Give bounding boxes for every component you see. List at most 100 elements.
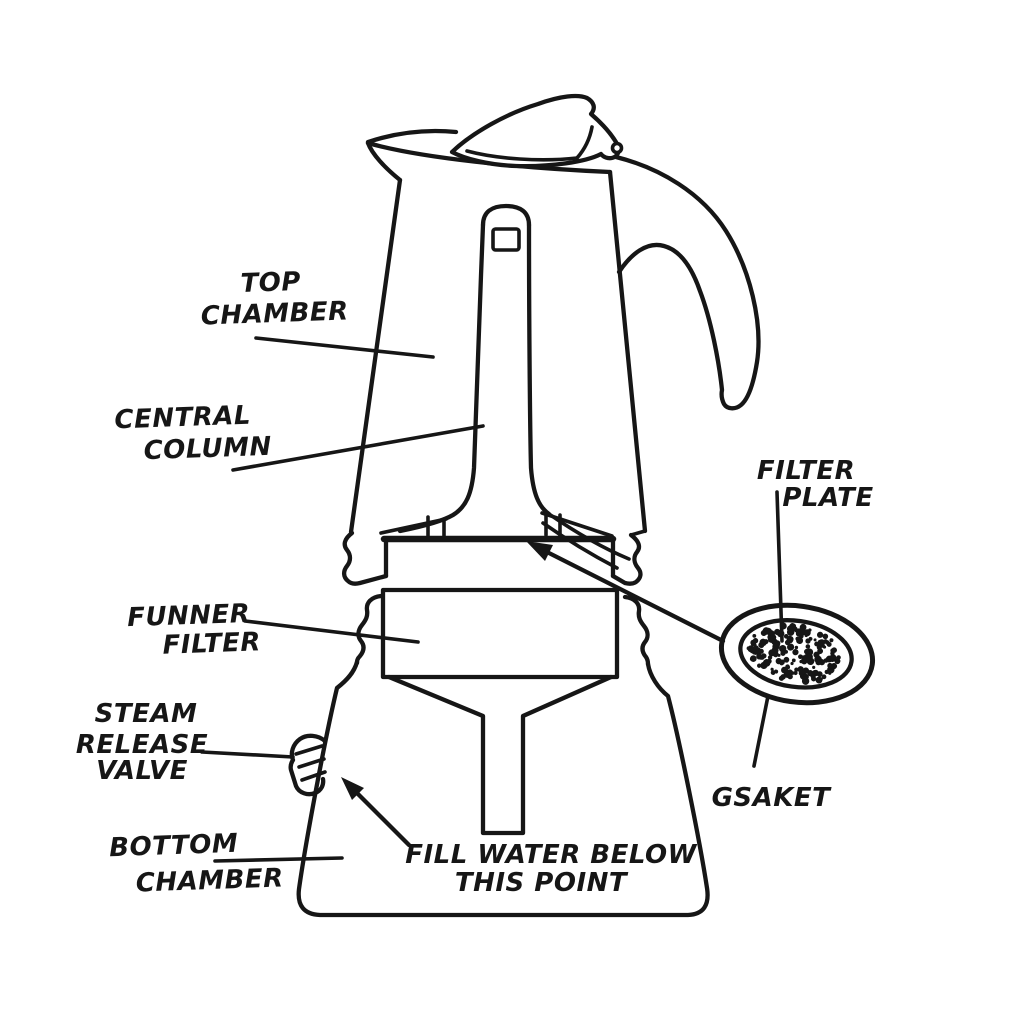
gasket-leader-line xyxy=(752,694,770,768)
funnel-filter-leader-line xyxy=(243,619,420,644)
perforation-dot xyxy=(790,661,794,666)
perforation-dot xyxy=(758,653,762,657)
filter-plate-label-line2: PLATE xyxy=(782,483,873,513)
bottom-chamber-left-thread xyxy=(354,593,384,666)
filter-plate-label: FILTER PLATE xyxy=(757,456,873,513)
gasket-label: GSAKET xyxy=(712,783,832,813)
top-chamber-right-edge xyxy=(607,169,648,534)
perforation-dot xyxy=(774,669,779,674)
funnel-filter-drawing xyxy=(380,587,620,836)
leader-lines xyxy=(200,336,784,863)
perforation-dot xyxy=(792,649,799,656)
column-window xyxy=(491,227,521,252)
perforation-dot xyxy=(792,626,798,632)
perforation-dot xyxy=(770,634,777,641)
perforation-dot xyxy=(804,648,810,655)
lid-inner-contour xyxy=(465,149,579,162)
central-column-leader-line xyxy=(231,424,485,472)
perforation-dot xyxy=(786,628,795,636)
perforation-dot xyxy=(830,651,835,656)
filter-plate-drawing xyxy=(718,602,876,706)
steam-valve-rib-2 xyxy=(297,757,326,769)
perforation-dot xyxy=(786,635,794,643)
perforation-dot xyxy=(784,649,788,654)
perforation-dot xyxy=(816,671,823,678)
perforation-dot xyxy=(758,648,764,654)
central-column-label-line1: CENTRAL xyxy=(114,401,252,436)
perforation-dot xyxy=(802,667,810,674)
arrows xyxy=(341,541,726,848)
perforation-dot xyxy=(753,643,757,647)
filter-plate-label-line1: FILTER xyxy=(757,456,855,486)
perforation-dot xyxy=(818,642,823,648)
perforation-dot xyxy=(829,638,834,643)
perforation-dot xyxy=(836,655,841,660)
perforation-dot xyxy=(787,643,795,651)
bottom-chamber-label-line1: BOTTOM xyxy=(109,829,239,863)
perforation-dot xyxy=(771,646,779,654)
perforation-dot xyxy=(750,655,757,662)
perforation-dot xyxy=(818,659,826,666)
bottom-chamber-label: BOTTOM CHAMBER xyxy=(109,829,284,899)
perforation-dot xyxy=(761,653,767,659)
perforation-dot xyxy=(794,645,799,650)
perforation-dot xyxy=(802,676,807,681)
bottom-chamber-right-thread xyxy=(622,594,651,667)
steam-release-valve-label-line1: STEAM xyxy=(95,699,198,729)
funnel-filter-cone-and-tube xyxy=(386,674,614,836)
steam-valve-knob xyxy=(288,733,328,797)
bottom-chamber-leader-line xyxy=(213,856,344,863)
filter-plate-position-arrow-line xyxy=(542,548,726,644)
steam-valve-rib-1 xyxy=(294,744,324,756)
bottom-chamber-label-line2: CHAMBER xyxy=(135,863,284,898)
perforation-dot xyxy=(791,658,796,663)
lid-knob-front-edge xyxy=(575,125,594,160)
collar-right-thread xyxy=(610,532,643,586)
perforation-dot xyxy=(798,670,805,676)
perforation-dot xyxy=(763,639,769,645)
filter-plate-disc xyxy=(738,618,854,690)
funnel-filter-label-line1: FUNNER xyxy=(127,599,251,633)
top-chamber-label: TOP CHAMBER xyxy=(200,267,349,332)
column-left-edge xyxy=(397,222,486,534)
perforation-dot xyxy=(791,671,795,675)
perforation-dot xyxy=(822,633,829,640)
funnel-filter-label: FUNNER FILTER xyxy=(127,599,262,661)
perforation-dot xyxy=(823,639,828,643)
perforation-dot xyxy=(794,667,799,672)
column-right-skirt-outer xyxy=(547,512,631,561)
funnel-filter-label-line2: FILTER xyxy=(162,627,261,660)
filter-plate-position-arrowhead xyxy=(526,541,553,561)
lid-outline xyxy=(449,93,621,169)
top-chamber-leader-line xyxy=(254,336,435,359)
spout-back-rim xyxy=(365,128,459,145)
perforation-dot xyxy=(779,659,785,665)
perforation-dot xyxy=(787,673,793,680)
perforation-dot xyxy=(826,641,832,647)
perforation-dot xyxy=(752,633,757,638)
steam-release-valve-label-line3: VALVE xyxy=(96,756,188,786)
column-right-edge xyxy=(526,222,552,517)
central-column-label-line2: COLUMN xyxy=(143,432,272,466)
perforation-dot xyxy=(817,648,824,654)
top-chamber-label-line2: CHAMBER xyxy=(200,296,349,331)
lid-hinge-pin xyxy=(610,141,624,155)
perforation-dot xyxy=(757,663,762,668)
column-right-skirt-inner xyxy=(541,521,619,570)
perforation-dot xyxy=(798,628,806,636)
top-chamber-label-line1: TOP xyxy=(240,267,301,299)
perforation-dot xyxy=(746,646,751,651)
steam-release-valve-label-line2: RELEASE xyxy=(76,730,208,760)
fill-water-note-line2: THIS POINT xyxy=(455,868,629,898)
perforation-dot xyxy=(828,671,832,675)
filter-plate-perforations xyxy=(746,622,841,685)
perforation-dot xyxy=(779,644,787,653)
top-chamber-left-edge xyxy=(348,177,403,535)
labels: TOP CHAMBER CENTRAL COLUMN FUNNER FILTER… xyxy=(76,267,873,899)
perforation-dot xyxy=(800,657,808,665)
central-column-drawing xyxy=(397,203,631,570)
fill-water-level-arrow-line xyxy=(352,788,412,848)
perforation-dot xyxy=(815,676,823,684)
